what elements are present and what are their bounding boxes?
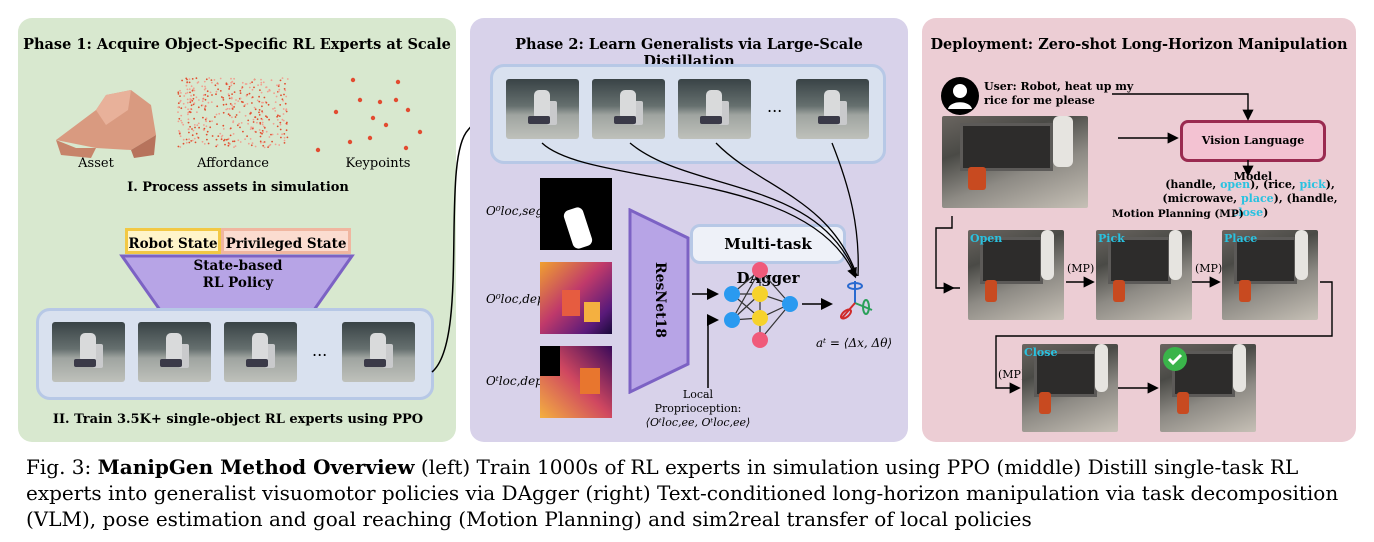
plan-handle-2: handle — [1291, 192, 1334, 205]
caption-text: (left) Train 1000s of RL experts in simu… — [26, 455, 1339, 531]
sim-thumb — [138, 322, 211, 382]
user-prompt: User: Robot, heat up my rice for me plea… — [984, 80, 1133, 108]
step-label-close: Close — [1024, 346, 1058, 359]
rollout-thumb — [796, 79, 869, 139]
sim-experts-strip: ... — [36, 308, 434, 400]
process-caption: I. Process assets in simulation — [127, 180, 349, 195]
proprio-title: Local Proprioception: — [654, 388, 742, 415]
phase1-panel: Phase 1: Acquire Object-Specific RL Expe… — [18, 18, 456, 442]
keypoints-label: Keypoints — [345, 156, 411, 171]
privileged-state-box: Privileged State — [221, 228, 351, 254]
plan-microwave: microwave — [1167, 192, 1234, 205]
resnet-encoder — [628, 208, 690, 394]
asset-image — [56, 90, 156, 158]
asset-label: Asset — [78, 156, 114, 171]
mp-label: (MP) — [998, 368, 1026, 381]
final-photo — [1160, 344, 1256, 432]
keypoints-image — [315, 77, 423, 153]
sim-thumb — [52, 322, 125, 382]
mp-label: (MP) — [1195, 262, 1223, 275]
obs-seg-label: O⁰loc,seg — [486, 204, 544, 218]
expert-rollout-strip: ... — [490, 64, 886, 164]
deployment-title: Deployment: Zero-shot Long-Horizon Manip… — [930, 36, 1348, 53]
rl-policy-label: State-based RL Policy — [168, 258, 308, 292]
step-label-place: Place — [1224, 232, 1258, 245]
sim-thumb — [342, 322, 415, 382]
sim-thumb — [224, 322, 297, 382]
step-label-pick: Pick — [1098, 232, 1125, 245]
policy-line-1: State-based — [193, 258, 283, 274]
plan-pick: pick — [1299, 178, 1326, 191]
proprio-formula: ⟨Oᵗloc,ee, Oᵗloc,ee⟩ — [645, 416, 751, 429]
ellipsis: ... — [767, 97, 783, 116]
policy-line-2: RL Policy — [202, 275, 274, 291]
dagger-box: Multi-task DAgger — [690, 224, 846, 287]
motion-planning-label: Motion Planning (MP) — [1112, 208, 1244, 220]
policy-network — [541, 142, 873, 388]
train-caption: II. Train 3.5K+ single-object RL experts… — [52, 412, 424, 427]
phase1-title: Phase 1: Acquire Object-Specific RL Expe… — [23, 36, 451, 53]
proprioception-label: Local Proprioception: ⟨Oᵗloc,ee, Oᵗloc,e… — [638, 388, 758, 430]
plan-place: place — [1240, 192, 1274, 205]
step-photo-close — [1022, 344, 1118, 432]
scene-photo — [942, 116, 1088, 208]
user-text-line-2: rice for me please — [984, 94, 1095, 107]
caption-title: ManipGen Method Overview — [97, 455, 415, 479]
rollout-thumb — [678, 79, 751, 139]
success-check-icon — [1163, 347, 1187, 371]
step-label-open: Open — [970, 232, 1003, 245]
ellipsis: ... — [312, 341, 328, 360]
plan-handle: handle — [1170, 178, 1213, 191]
step-photo-pick — [1096, 230, 1192, 320]
depth-image-current — [540, 346, 612, 418]
plan-rice: rice — [1268, 178, 1292, 191]
step-photo-place — [1222, 230, 1318, 320]
caption-fig: Fig. 3: — [26, 455, 92, 479]
task-plan: (handle, open), (rice, pick), (microwave… — [1162, 178, 1338, 219]
action-formula: aᵗ = ⟨Δx, Δθ⟩ — [816, 336, 893, 350]
deployment-panel: Deployment: Zero-shot Long-Horizon Manip… — [922, 18, 1356, 442]
deployment-arrows — [935, 93, 1333, 394]
user-text-line-1: User: Robot, heat up my — [984, 80, 1134, 93]
rollout-thumb — [506, 79, 579, 139]
plan-close: close — [1231, 206, 1264, 219]
user-avatar-icon — [941, 77, 979, 115]
obs-deptht-label: Oᵗloc,depth — [486, 374, 556, 388]
segmentation-image — [540, 178, 612, 250]
plan-open: open — [1220, 178, 1251, 191]
mp-label: (MP) — [1067, 262, 1095, 275]
obs-depth0-label: O⁰loc,depth — [486, 292, 558, 306]
rollout-thumb — [592, 79, 665, 139]
phase2-panel: Phase 2: Learn Generalists via Large-Sca… — [470, 18, 908, 442]
affordance-image — [177, 77, 289, 149]
affordance-label: Affordance — [197, 156, 269, 171]
step-photo-open — [968, 230, 1064, 320]
robot-state-box: Robot State — [125, 228, 221, 254]
figure-caption: Fig. 3: ManipGen Method Overview (left) … — [26, 454, 1356, 532]
depth-image-initial — [540, 262, 612, 334]
